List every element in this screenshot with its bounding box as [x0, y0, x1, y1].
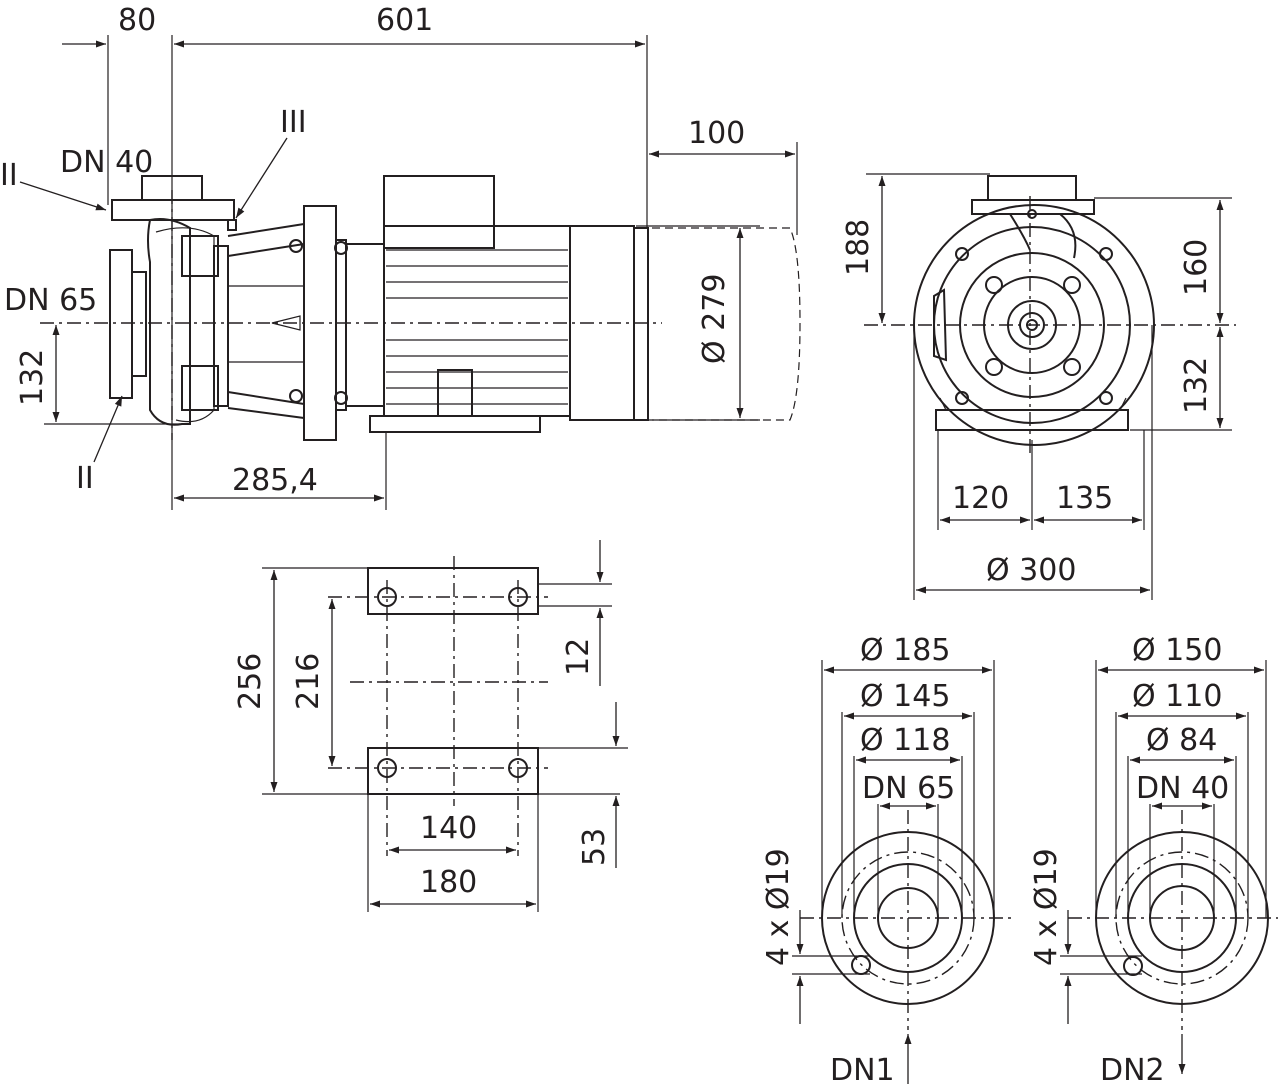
dn1-bolt-circle-label: Ø 145: [860, 679, 950, 714]
dim-80-label: 80: [118, 3, 156, 38]
dim-180-label: 180: [420, 865, 477, 900]
dim-100-label: 100: [688, 116, 745, 151]
dim-160-label: 160: [1179, 239, 1214, 296]
dim-256-label: 256: [233, 653, 268, 710]
dim-285-label: 285,4: [232, 463, 318, 498]
dim-12-label: 12: [561, 638, 596, 676]
dn2-bore-label: DN 40: [1136, 771, 1229, 806]
dim-135-label: 135: [1056, 481, 1113, 516]
flange-dn2: Ø 150 Ø 110 Ø 84 DN 40 4 x Ø19 DN2: [1029, 633, 1278, 1088]
label-roman-two-top: II: [0, 158, 18, 193]
dn1-holes-label: 4 x Ø19: [761, 848, 796, 966]
label-dn-outlet: DN 40: [60, 145, 153, 180]
dim-140-label: 140: [420, 811, 477, 846]
front-view: 188 160 132 120 135 Ø 300: [841, 173, 1236, 600]
flange-dn1: Ø 185 Ø 145 Ø 118 DN 65 4 x Ø19 DN1: [761, 633, 1014, 1088]
label-roman-three: III: [280, 105, 307, 140]
dn1-name-label: DN1: [830, 1053, 895, 1088]
label-roman-two-bottom: II: [76, 461, 94, 496]
dn2-outer-label: Ø 150: [1132, 633, 1222, 668]
dim-132-side-label: 132: [15, 349, 50, 406]
dim-120-label: 120: [952, 481, 1009, 516]
foot-plan: 256 216 12 53 140 180: [233, 540, 628, 912]
side-view: 80 601 100 III II DN 40 DN 65 II: [0, 3, 801, 510]
dim-diameter-279-label: Ø 279: [697, 274, 732, 364]
dim-53-label: 53: [577, 828, 612, 866]
dn2-raised-face-label: Ø 84: [1146, 723, 1217, 758]
dn1-raised-face-label: Ø 118: [860, 723, 950, 758]
dn1-bore-label: DN 65: [862, 771, 955, 806]
dim-216-label: 216: [291, 653, 326, 710]
dim-601-label: 601: [376, 3, 433, 38]
dim-188-label: 188: [841, 219, 876, 276]
dn2-bolt-circle-label: Ø 110: [1132, 679, 1222, 714]
dn2-name-label: DN2: [1100, 1053, 1165, 1088]
dn1-outer-label: Ø 185: [860, 633, 950, 668]
dim-diameter-300-label: Ø 300: [986, 553, 1076, 588]
dim-132-front-label: 132: [1179, 357, 1214, 414]
label-dn-inlet: DN 65: [4, 283, 97, 318]
dn2-holes-label: 4 x Ø19: [1029, 848, 1064, 966]
